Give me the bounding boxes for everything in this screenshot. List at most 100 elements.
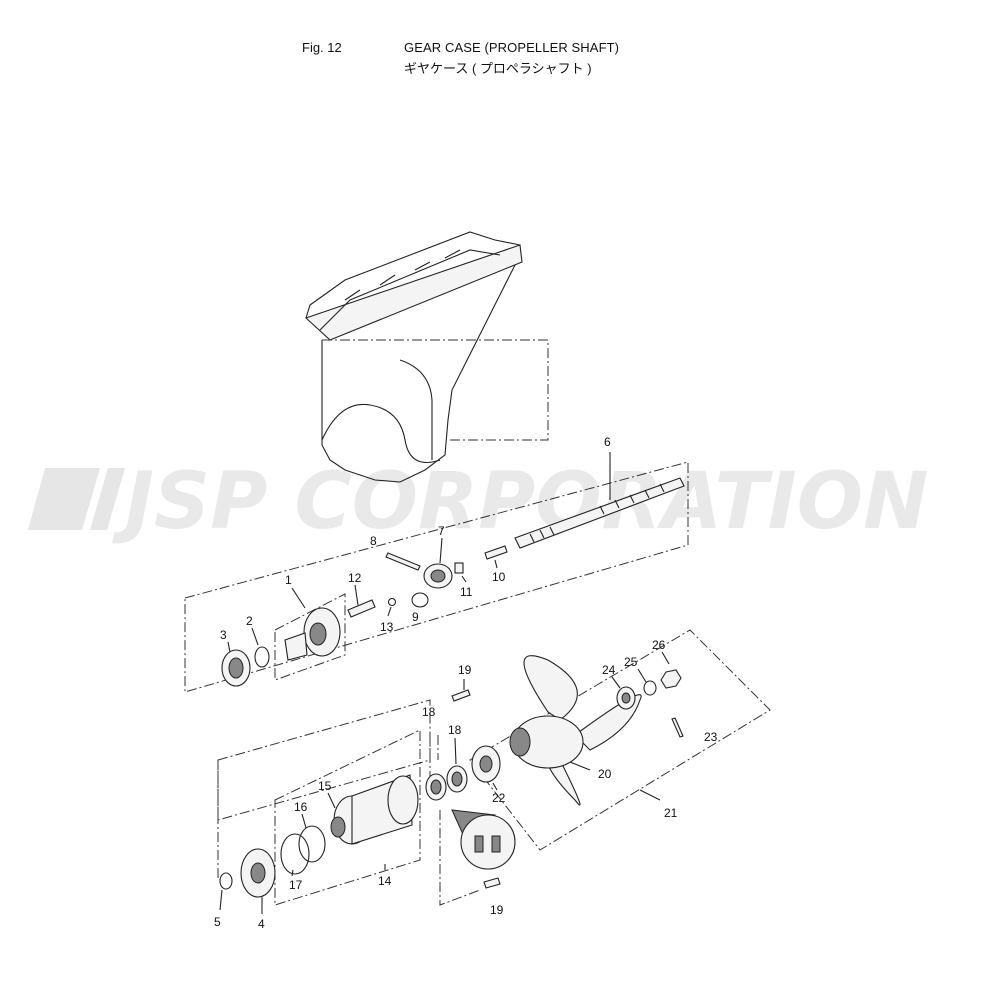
propeller-blade-lower: [547, 759, 581, 806]
thrust-washer-bore: [479, 755, 493, 773]
spacer-bore: [621, 692, 631, 704]
figure-header: Fig. 12 GEAR CASE (PROPELLER SHAFT) ギヤケー…: [0, 0, 1000, 90]
housing-bolt-bottom: [483, 877, 501, 889]
leader-12: [354, 584, 359, 606]
part-number-25: 25: [624, 655, 638, 669]
shim: [254, 646, 270, 668]
gear-case-inner-rim: [319, 249, 501, 331]
propeller-shaft: [514, 477, 685, 549]
detail-seal-left: [474, 835, 484, 853]
leader-16: [301, 813, 307, 829]
propeller-washer: [643, 680, 657, 696]
propeller-bore: [509, 727, 531, 757]
clutch-bore: [430, 569, 446, 583]
part-number-2: 2: [246, 614, 253, 628]
leader-18b: [454, 737, 457, 765]
propeller-shaft-splines: [599, 483, 665, 515]
bearing-inner: [228, 657, 244, 679]
part-number-23: 23: [704, 730, 718, 744]
part-number-12: 12: [348, 571, 362, 585]
leader-13: [387, 606, 392, 617]
leader-24: [611, 676, 621, 689]
part-number-14: 14: [378, 874, 392, 888]
part-number-19b: 19: [490, 903, 504, 917]
shift-plunger: [347, 599, 376, 618]
leader-7: [439, 537, 443, 564]
detail-seal-right: [491, 835, 501, 853]
watermark-logo: JSP CORPORATION: [28, 457, 928, 547]
clutch-dog: [423, 563, 453, 589]
part-number-15: 15: [318, 779, 332, 793]
forward-gear: [284, 607, 341, 661]
gear-case-bolt-holes: [344, 249, 461, 301]
part-number-9: 9: [412, 610, 419, 624]
propeller-blade-upper: [523, 655, 578, 721]
watermark-mark: [28, 468, 100, 530]
forward-gear-bearing: [284, 632, 308, 661]
leader-3: [227, 641, 231, 653]
part-number-1: 1: [285, 573, 292, 587]
cross-pin: [385, 552, 421, 571]
leader-25: [637, 668, 647, 683]
part-number-21: 21: [664, 806, 678, 820]
leader-1: [291, 587, 306, 609]
part-number-7: 7: [438, 524, 445, 538]
gear-case-top-rim: [305, 231, 521, 319]
propeller-nut: [660, 669, 682, 689]
part-number-16: 16: [294, 800, 308, 814]
part-number-17: 17: [289, 878, 303, 892]
figure-title-japanese: ギヤケース ( プロペラシャフト ): [404, 61, 592, 76]
leader-21: [639, 789, 661, 801]
gear-case-torpedo: [321, 403, 441, 464]
leader-15: [327, 792, 336, 809]
seal-orientation-detail: [451, 809, 516, 870]
tapered-roller-bearing: [221, 649, 251, 687]
watermark-text: JSP CORPORATION: [112, 457, 928, 547]
propeller: [509, 655, 642, 806]
gear-case-top-plate: [304, 244, 523, 341]
part-number-4: 4: [258, 917, 265, 931]
lower-left-boundary-top: [217, 699, 431, 821]
leader-2: [251, 627, 259, 646]
leader-5: [219, 889, 223, 911]
propeller-group-boundary: [469, 629, 771, 851]
part-number-26: 26: [652, 638, 666, 652]
cotter-pin: [671, 717, 684, 738]
part-number-6: 6: [604, 435, 611, 449]
propeller-shaft-housing: [330, 774, 419, 845]
part-number-22: 22: [492, 791, 506, 805]
leader-17: [291, 869, 294, 877]
leader-22: [492, 782, 498, 791]
part-number-10: 10: [492, 570, 506, 584]
lower-bolt-boundary: [439, 810, 481, 906]
watermark-mark-bar: [90, 468, 125, 530]
gear-case-body-outline: [321, 264, 516, 483]
gear-case-hidden-outline: [322, 339, 549, 441]
upper-assembly-boundary: [184, 461, 689, 693]
leader-26: [661, 651, 670, 665]
part-number-8: 8: [370, 534, 377, 548]
o-ring: [298, 825, 326, 863]
reverse-gear-shim: [219, 872, 233, 890]
propeller-shaft-body: [514, 477, 685, 549]
part-number-11: 11: [460, 585, 473, 599]
part-number-3: 3: [220, 628, 227, 642]
forward-gear-hub: [309, 622, 327, 646]
figure-title-english: GEAR CASE (PROPELLER SHAFT): [404, 40, 620, 55]
propeller-shaft-splines-inner: [529, 526, 555, 543]
leader-11: [461, 575, 467, 583]
gear-case-housing: [304, 231, 549, 483]
part-number-20: 20: [598, 767, 612, 781]
forward-gear-group-boundary: [274, 593, 346, 681]
oil-seal-1-bore: [430, 779, 442, 795]
housing-bolt-top: [451, 689, 471, 702]
reverse-gear: [240, 848, 276, 898]
part-number-13: 13: [380, 620, 394, 634]
shift-pin: [454, 562, 464, 574]
leader-20: [569, 761, 591, 771]
oil-seal-2-bore: [451, 771, 463, 787]
part-number-18b: 18: [448, 723, 462, 737]
housing-bore: [330, 816, 346, 838]
leader-10: [494, 559, 498, 569]
